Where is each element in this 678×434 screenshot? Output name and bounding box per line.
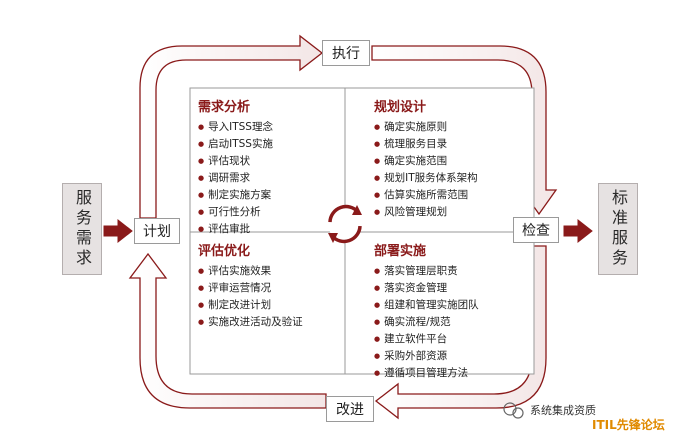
service-need-box: 服务需求 [62, 183, 102, 275]
panel-deployment: 部署实施 落实管理层职责 落实资金管理 组建和管理实施团队 确实流程/规范 建立… [374, 240, 532, 382]
panel-demand-analysis: 需求分析 导入ITSS理念 启动ITSS实施 评估现状 调研需求 制定实施方案 … [198, 96, 343, 238]
standard-service-label: 标准服务 [609, 189, 628, 269]
panel-title-deployment: 部署实施 [374, 244, 427, 259]
execute-box: 执行 [322, 40, 370, 66]
list-item: 导入ITSS理念 [198, 119, 343, 136]
list-demand-analysis: 导入ITSS理念 启动ITSS实施 评估现状 调研需求 制定实施方案 可行性分析… [198, 119, 343, 238]
list-item: 估算实施所需范围 [374, 187, 532, 204]
list-item: 评估实施效果 [198, 263, 343, 280]
list-deployment: 落实管理层职责 落实资金管理 组建和管理实施团队 确实流程/规范 建立软件平台 … [374, 263, 532, 382]
plan-label: 计划 [143, 224, 171, 240]
arrow-improve-to-plan [128, 252, 327, 409]
check-label: 检查 [522, 223, 550, 239]
list-item: 实施改进活动及验证 [198, 314, 343, 331]
panel-title-evaluation-optimization: 评估优化 [198, 244, 251, 259]
list-item: 启动ITSS实施 [198, 136, 343, 153]
arrow-execute-to-check [371, 45, 558, 216]
standard-service-box: 标准服务 [598, 183, 638, 275]
list-evaluation-optimization: 评估实施效果 评审运营情况 制定改进计划 实施改进活动及验证 [198, 263, 343, 331]
list-item: 规划IT服务体系架构 [374, 170, 532, 187]
panel-evaluation-optimization: 评估优化 评估实施效果 评审运营情况 制定改进计划 实施改进活动及验证 [198, 240, 343, 331]
check-box: 检查 [513, 217, 559, 243]
list-item: 评估审批 [198, 221, 343, 238]
list-planning-design: 确定实施原则 梳理服务目录 确定实施范围 规划IT服务体系架构 估算实施所需范围… [374, 119, 532, 221]
execute-label: 执行 [332, 46, 360, 62]
arrow-input [103, 218, 133, 244]
list-item: 确定实施原则 [374, 119, 532, 136]
list-item: 梳理服务目录 [374, 136, 532, 153]
list-item: 评估现状 [198, 153, 343, 170]
arrow-output [563, 218, 593, 244]
watermark-line1: 系统集成资质 [530, 404, 596, 417]
list-item: 评审运营情况 [198, 280, 343, 297]
service-need-label: 服务需求 [73, 189, 92, 269]
improve-box: 改进 [326, 396, 374, 422]
list-item: 风险管理规划 [374, 204, 532, 221]
wechat-icon [503, 402, 524, 419]
list-item: 确实流程/规范 [374, 314, 532, 331]
list-item: 可行性分析 [198, 204, 343, 221]
list-item: 遵循项目管理方法 [374, 365, 532, 382]
improve-label: 改进 [336, 402, 364, 418]
list-item: 制定改进计划 [198, 297, 343, 314]
list-item: 采购外部资源 [374, 348, 532, 365]
plan-box: 计划 [134, 218, 180, 244]
panel-title-planning-design: 规划设计 [374, 100, 427, 115]
list-item: 落实资金管理 [374, 280, 532, 297]
list-item: 调研需求 [198, 170, 343, 187]
panel-title-demand-analysis: 需求分析 [198, 100, 251, 115]
list-item: 落实管理层职责 [374, 263, 532, 280]
list-item: 组建和管理实施团队 [374, 297, 532, 314]
list-item: 确定实施范围 [374, 153, 532, 170]
list-item: 建立软件平台 [374, 331, 532, 348]
panel-planning-design: 规划设计 确定实施原则 梳理服务目录 确定实施范围 规划IT服务体系架构 估算实… [374, 96, 532, 221]
watermark-line2: ITIL先锋论坛 [592, 418, 665, 432]
list-item: 制定实施方案 [198, 187, 343, 204]
